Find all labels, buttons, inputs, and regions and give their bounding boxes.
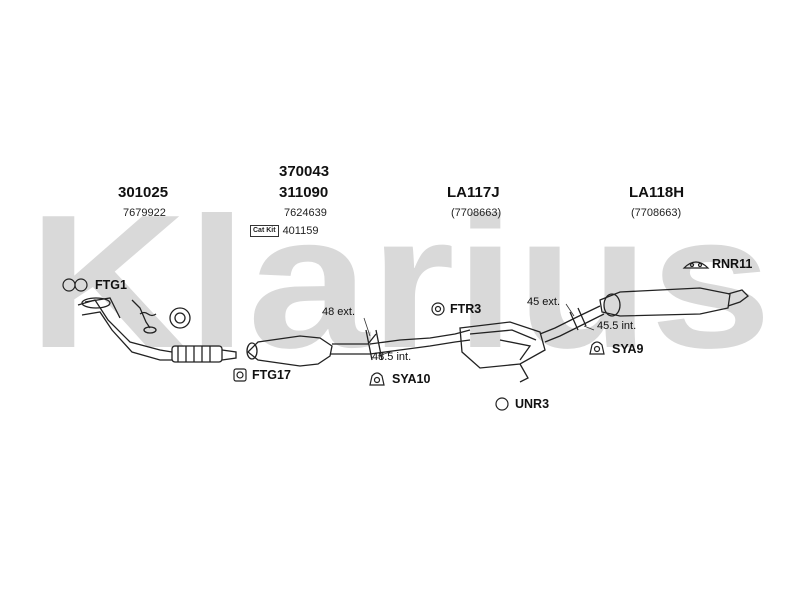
gasket-icon (169, 307, 191, 329)
centre-silencer (459, 321, 546, 383)
rear-silencer (599, 287, 749, 317)
klarius-watermark: Klarius (28, 212, 772, 362)
part-number-la118h: LA118H (629, 184, 685, 201)
front-pipe (77, 297, 173, 361)
part-number-311090: 311090 (279, 184, 329, 201)
measurement-48-5int: 48.5 int. (372, 351, 412, 363)
measurement-48ext: 48 ext. (322, 306, 356, 318)
rnr11-icon (682, 261, 710, 269)
accessory-sya9: SYA9 (612, 342, 644, 356)
catkit-number: 401159 (282, 225, 319, 237)
ftg1-icon (62, 278, 88, 292)
sya10-icon (369, 372, 385, 386)
measurement-45ext: 45 ext. (527, 296, 561, 308)
ftr3-icon (431, 302, 445, 316)
part-number-301025: 301025 (118, 184, 169, 201)
accessory-unr3: UNR3 (515, 397, 550, 411)
leader-45-5int (583, 325, 595, 331)
measurement-45-5int: 45.5 int. (597, 320, 637, 332)
unr3-icon (495, 397, 509, 411)
leader-48-5int (377, 351, 391, 357)
watermark-text: Klarius (28, 212, 772, 362)
spring-bracket (131, 299, 157, 334)
flex-section (171, 345, 237, 363)
part-number-la117j: LA117J (447, 184, 500, 201)
accessory-ftg1: FTG1 (95, 278, 127, 292)
oe-number-7679922: 7679922 (123, 207, 166, 219)
oe-number-la118h: (7708663) (631, 207, 682, 219)
ftg17-icon (233, 368, 247, 382)
oe-number-la117j: (7708663) (451, 207, 502, 219)
sya9-icon (589, 341, 605, 355)
accessory-ftr3: FTR3 (450, 302, 482, 316)
accessory-rnr11: RNR11 (712, 257, 753, 271)
accessory-ftg17: FTG17 (252, 368, 291, 382)
leader-45ext (565, 303, 575, 317)
accessory-sya10: SYA10 (392, 372, 431, 386)
oe-number-7624639: 7624639 (284, 207, 327, 219)
rear-pipe (539, 305, 605, 343)
leader-48ext (363, 317, 371, 337)
catalytic-converter (246, 333, 377, 367)
catkit-badge: Cat Kit (250, 225, 279, 238)
part-number-370043: 370043 (279, 163, 330, 180)
